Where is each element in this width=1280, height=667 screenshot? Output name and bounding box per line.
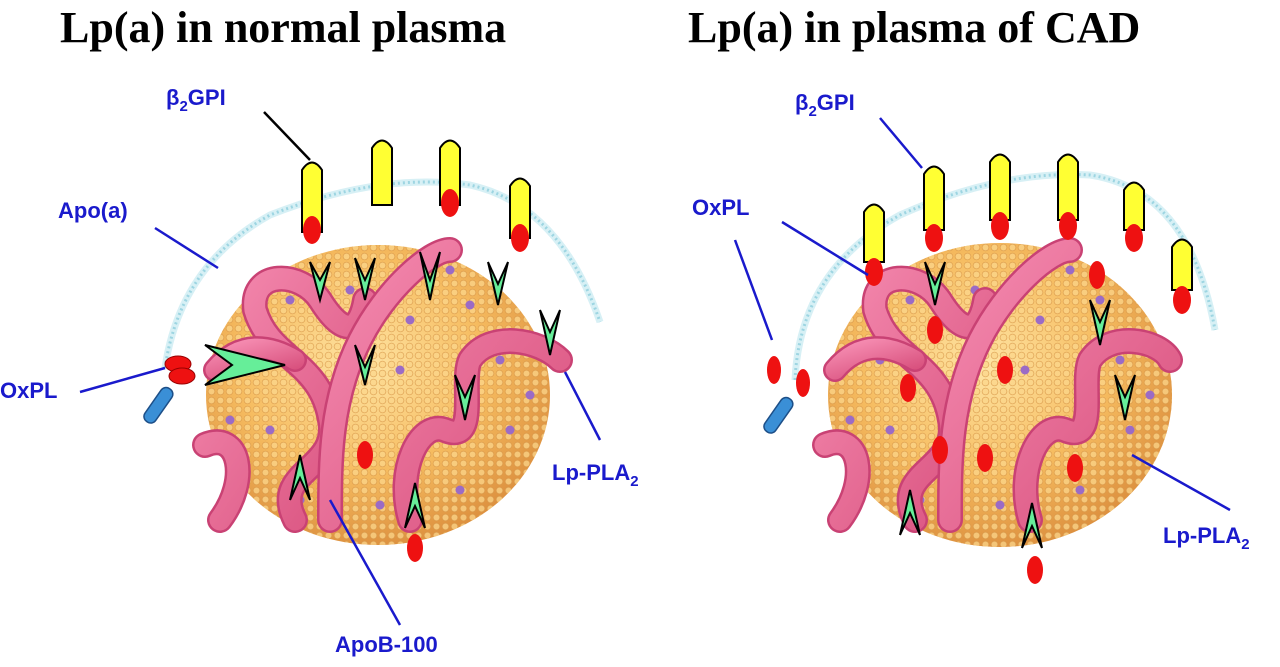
oxpl-marks-apoa [164, 355, 196, 385]
label-apoa: Apo(a) [58, 198, 128, 223]
beta2gpi-molecules-cad [863, 153, 1193, 291]
apob-100-ribbon [192, 237, 573, 533]
label-beta2gpi-left: β2GPI [166, 85, 226, 115]
lpa-particle-normal: β2GPI Apo(a) OxPL Lp-PLA2 ApoB-100 [0, 85, 639, 657]
protease-domain [143, 386, 174, 424]
lp-pla2-molecules-cad [899, 261, 1136, 549]
oxpl-core-marks [357, 441, 423, 562]
title-right: Lp(a) in plasma of CAD [688, 3, 1140, 52]
beta2gpi-molecules [301, 139, 531, 239]
apob-100-ribbon-cad [812, 237, 1183, 533]
protease-domain-cad [763, 396, 794, 434]
oxpl-marks-apoa-cad [767, 356, 810, 397]
lpa-particle-cad: β2GPI OxPL Lp-PLA2 [692, 90, 1250, 584]
label-oxpl-right: OxPL [692, 195, 749, 220]
label-beta2gpi-right: β2GPI [795, 90, 855, 120]
leader-lines-left [79, 111, 602, 626]
label-lppla2-left: Lp-PLA2 [552, 460, 639, 490]
label-apob100: ApoB-100 [335, 632, 438, 657]
label-oxpl-left: OxPL [0, 378, 57, 403]
oxpl-on-beta2gpi [303, 189, 529, 252]
oxpl-on-beta2gpi-cad [865, 212, 1191, 314]
leader-lines-right [733, 117, 1231, 512]
label-lppla2-right: Lp-PLA2 [1163, 523, 1250, 553]
lp-pla2-molecules [204, 251, 561, 529]
oxpl-core-marks-cad [900, 261, 1105, 584]
title-left: Lp(a) in normal plasma [60, 3, 506, 52]
